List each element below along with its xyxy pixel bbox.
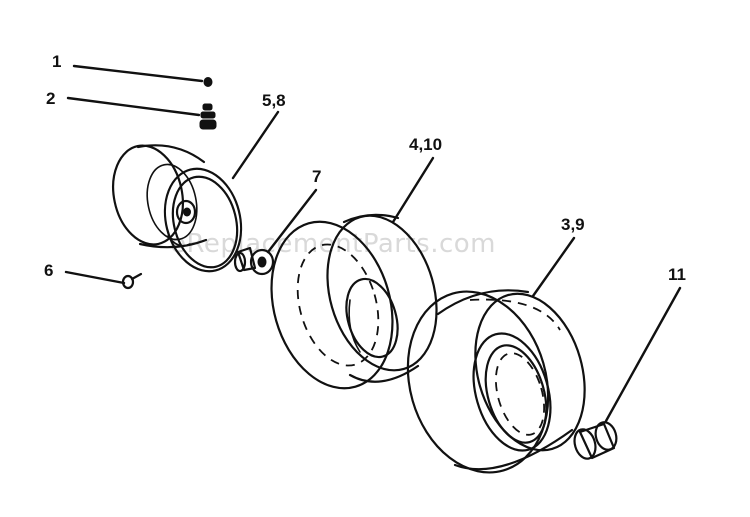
- leader-line-2: [66, 96, 201, 117]
- leader-line-7: [266, 188, 318, 254]
- part-4-10-tire: [270, 213, 438, 390]
- leader-line-5-8: [231, 110, 280, 180]
- callout-1: 1: [52, 52, 61, 71]
- part-1-fitting: [203, 77, 213, 87]
- leader-line-3-9: [531, 236, 576, 298]
- part-7-bushing: [233, 246, 275, 276]
- callout-5-8: 5,8: [262, 91, 286, 110]
- callout-2: 2: [46, 89, 55, 108]
- part-3-9-tire: [406, 289, 586, 474]
- part-2-fitting: [199, 103, 217, 130]
- part-5-8-rim: [112, 144, 243, 273]
- callout-11: 11: [668, 265, 686, 284]
- leader-line-11: [604, 286, 682, 423]
- callout-7: 7: [312, 167, 321, 186]
- callout-4-10: 4,10: [409, 135, 442, 154]
- leader-line-6: [64, 270, 126, 285]
- callout-3-9: 3,9: [561, 215, 585, 234]
- leader-line-4-10: [391, 156, 435, 224]
- leader-line-1: [72, 64, 204, 83]
- part-11-cap: [573, 421, 618, 460]
- callout-6: 6: [44, 261, 53, 280]
- part-6-valve-stem: [121, 272, 143, 290]
